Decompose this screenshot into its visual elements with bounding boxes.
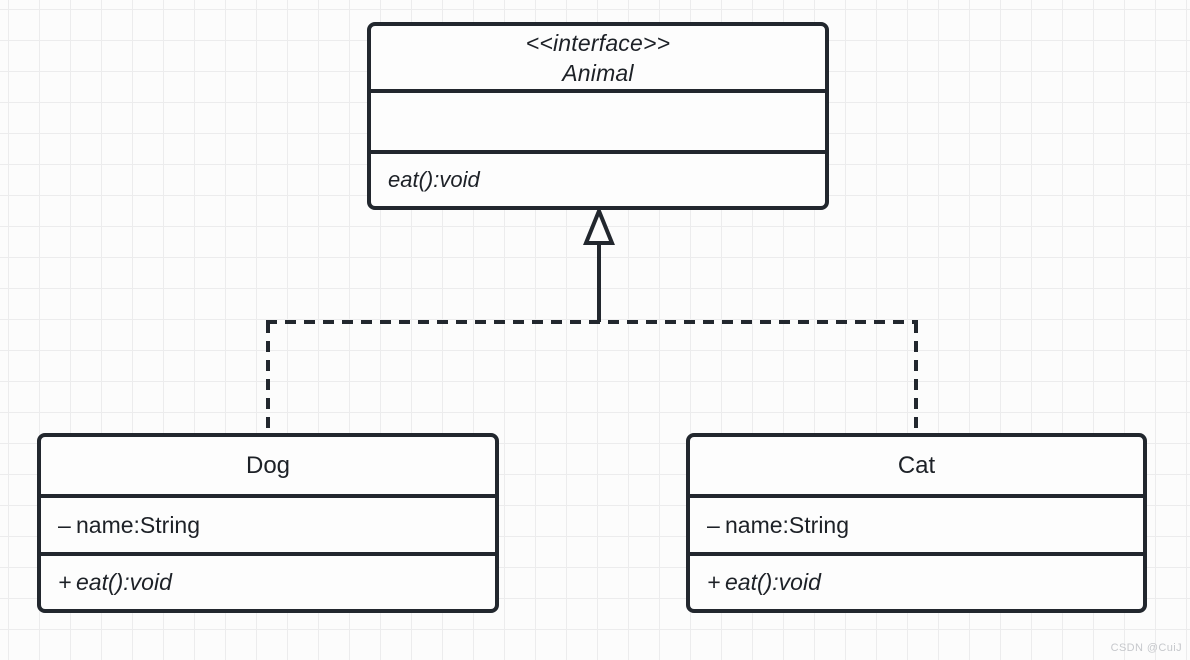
dog-operation-visibility: + [58, 569, 72, 595]
cat-operation-visibility: + [707, 569, 721, 595]
dog-class-name: Dog [41, 437, 495, 494]
cat-attribute-visibility: – [707, 511, 720, 538]
interface-operation-eat: eat():void [388, 167, 480, 192]
dog-operation-eat: eat():void [76, 569, 172, 595]
interface-attributes-compartment [371, 89, 825, 150]
dog-attributes-compartment: – name:String [41, 494, 495, 552]
interface-header: <<interface>> Animal [371, 26, 825, 89]
dog-attribute-name: name:String [76, 511, 201, 538]
cat-operations-compartment: + eat():void [690, 552, 1143, 609]
interface-stereotype: <<interface>> [525, 29, 671, 56]
uml-class-cat[interactable]: Cat – name:String + eat():void [686, 433, 1147, 613]
dog-operations-compartment: + eat():void [41, 552, 495, 609]
cat-attributes-compartment: – name:String [690, 494, 1143, 552]
realization-arrowhead-icon [583, 205, 615, 245]
watermark-label: CSDN @CuiJ [1110, 642, 1182, 654]
cat-attribute-name: name:String [725, 511, 850, 538]
cat-operation-eat: eat():void [725, 569, 821, 595]
uml-interface-animal[interactable]: <<interface>> Animal eat():void [367, 22, 829, 210]
interface-name: Animal [562, 59, 634, 86]
interface-operations-compartment: eat():void [371, 150, 825, 206]
cat-class-name: Cat [690, 437, 1143, 494]
dog-attribute-visibility: – [58, 511, 71, 538]
uml-class-dog[interactable]: Dog – name:String + eat():void [37, 433, 499, 613]
dog-name-label: Dog [245, 451, 291, 479]
cat-name-label: Cat [897, 451, 936, 479]
